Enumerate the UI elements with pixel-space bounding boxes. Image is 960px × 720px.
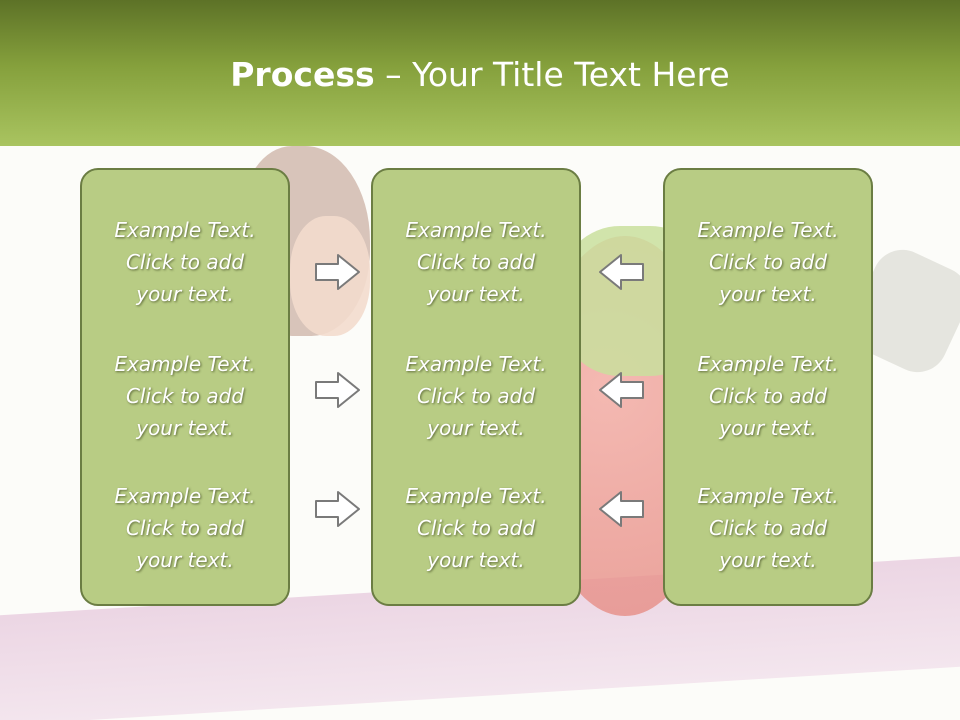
text-block-2-1[interactable]: Example Text. Click to add your text.	[405, 218, 547, 306]
slide-title[interactable]: Process – Your Title Text Here	[0, 52, 960, 98]
text-block-1-1[interactable]: Example Text. Click to add your text.	[114, 218, 256, 306]
text-block-1-2[interactable]: Example Text. Click to add your text.	[114, 352, 256, 440]
arrow-right-icon	[315, 372, 360, 408]
process-panel-center[interactable]: Example Text. Click to add your text. Ex…	[371, 168, 581, 606]
process-panel-left[interactable]: Example Text. Click to add your text. Ex…	[80, 168, 290, 606]
text-block-3-1[interactable]: Example Text. Click to add your text.	[697, 218, 839, 306]
arrow-right-icon	[315, 491, 360, 527]
text-block-1-3[interactable]: Example Text. Click to add your text.	[114, 484, 256, 572]
arrow-left-icon	[599, 372, 644, 408]
text-block-2-3[interactable]: Example Text. Click to add your text.	[405, 484, 547, 572]
arrow-left-icon	[599, 491, 644, 527]
process-panel-right[interactable]: Example Text. Click to add your text. Ex…	[663, 168, 873, 606]
text-block-3-2[interactable]: Example Text. Click to add your text.	[697, 352, 839, 440]
title-rest: – Your Title Text Here	[374, 55, 730, 94]
title-banner: Process – Your Title Text Here	[0, 0, 960, 146]
arrow-left-icon	[599, 254, 644, 290]
text-block-3-3[interactable]: Example Text. Click to add your text.	[697, 484, 839, 572]
arrow-right-icon	[315, 254, 360, 290]
title-bold: Process	[230, 55, 375, 94]
text-block-2-2[interactable]: Example Text. Click to add your text.	[405, 352, 547, 440]
